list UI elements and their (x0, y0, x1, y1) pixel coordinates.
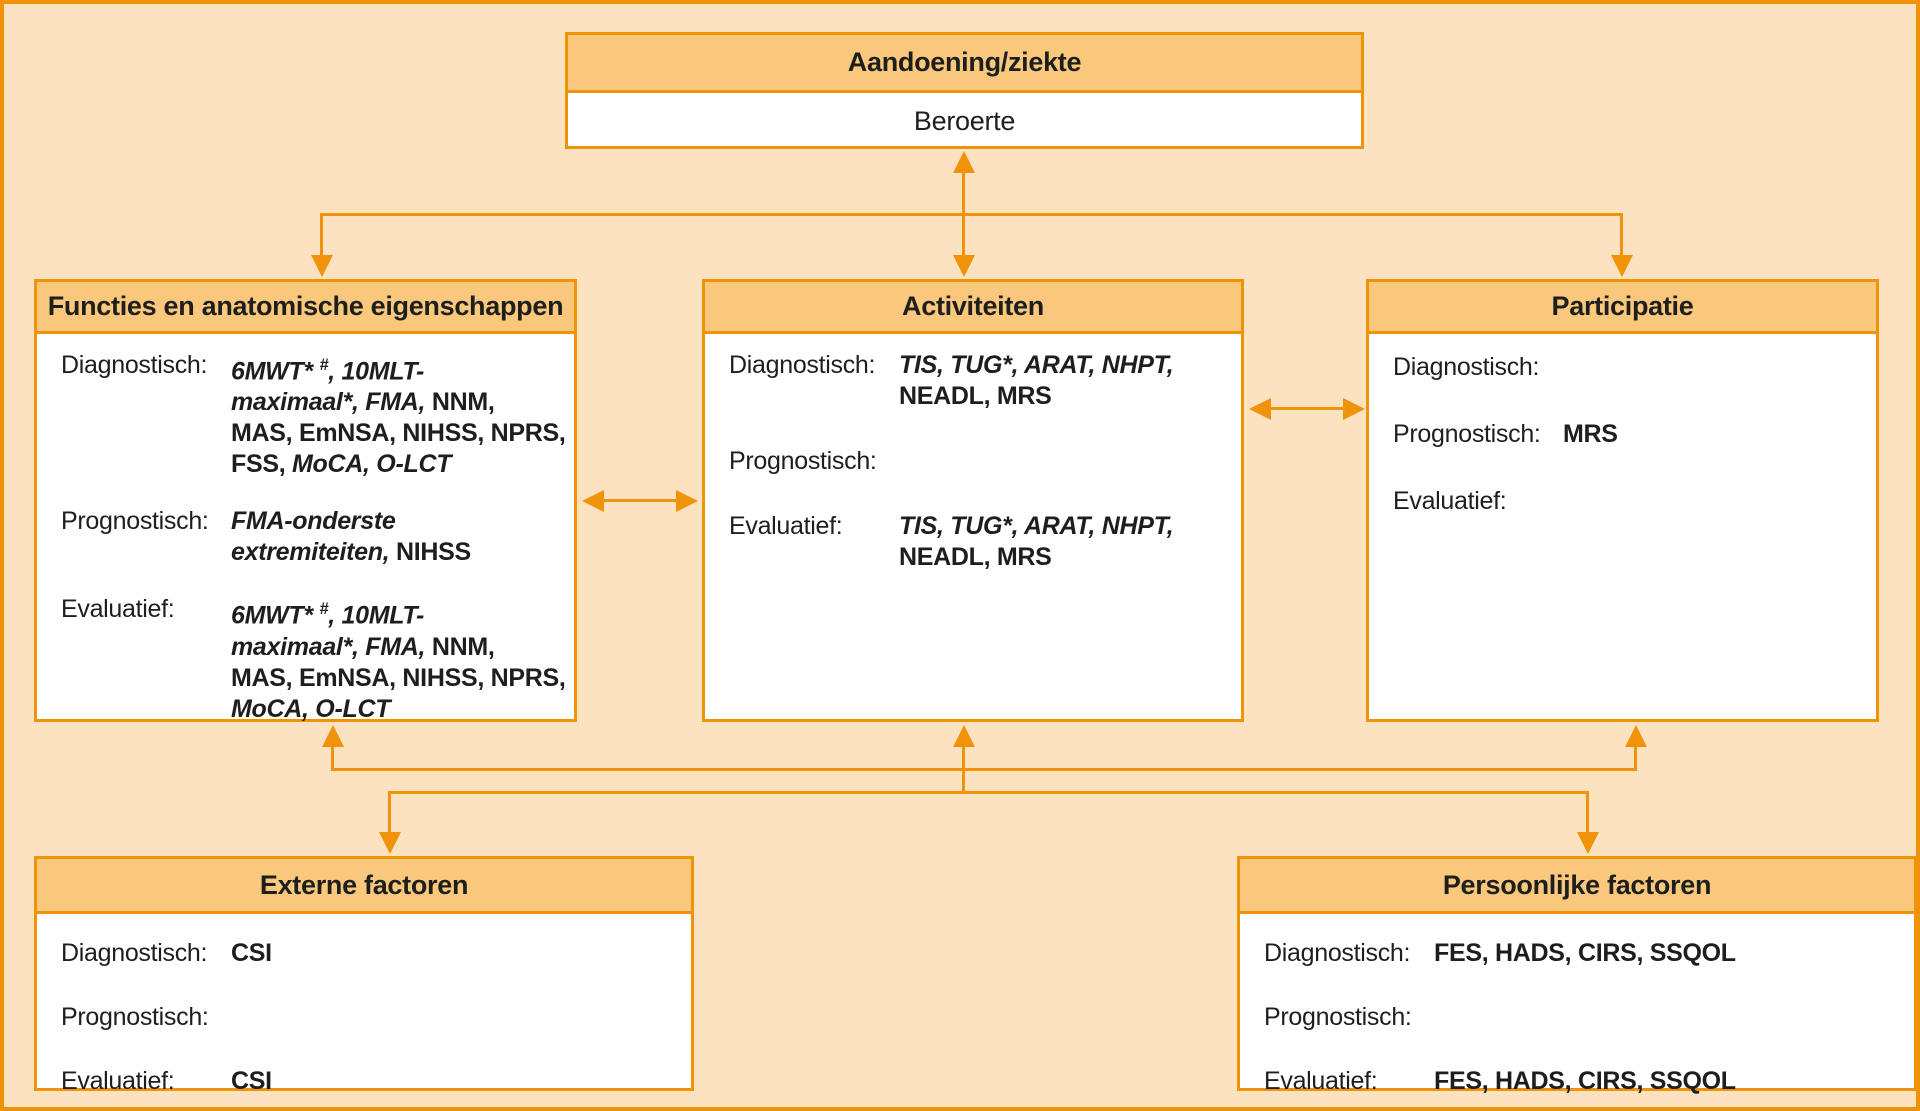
row-value: TIS, TUG*, ARAT, NHPT,NEADL, MRS (899, 351, 1174, 410)
row-diagnostisch: Diagnostisch: FES, HADS, CIRS, SSQOL (1264, 938, 1896, 969)
box-persoonlijke-title: Persoonlijke factoren (1442, 869, 1712, 900)
row-value: 6MWT* #, 10MLT-maximaal*, FMA, NNM,MAS, … (231, 356, 566, 479)
box-persoonlijke: Persoonlijke factoren Diagnostisch: FES,… (1237, 856, 1916, 1095)
row-label: Diagnostisch: (729, 351, 876, 379)
box-functies: Functies en anatomische eigenschappen Di… (34, 279, 577, 725)
arrowhead-down-participatie-icon (1611, 255, 1633, 277)
arrowhead-down-externe-icon (379, 832, 401, 854)
arrowhead-down-activiteiten-icon (953, 255, 975, 277)
row-label: Prognostisch: (61, 507, 209, 536)
box-aandoening-header: Aandoening/ziekte (568, 35, 1361, 93)
row-label: Diagnostisch: (1264, 939, 1411, 967)
row-prognostisch: Prognostisch: (729, 446, 1223, 477)
box-participatie-title: Participatie (1551, 291, 1694, 321)
box-participatie-header: Participatie (1369, 282, 1876, 334)
row-value: CSI (231, 1067, 272, 1095)
row-evaluatief: Evaluatief: CSI (61, 1066, 673, 1097)
row-label: Prognostisch: (61, 1003, 209, 1031)
row-value: TIS, TUG*, ARAT, NHPT,NEADL, MRS (899, 512, 1174, 571)
arrowhead-up-beroerte-icon (953, 151, 975, 173)
box-externe-title: Externe factoren (259, 869, 469, 900)
row-prognostisch: Prognostisch: (61, 1002, 673, 1033)
box-aandoening-value: Beroerte (913, 105, 1016, 136)
box-externe-header: Externe factoren (37, 859, 691, 914)
row-label: Evaluatief: (61, 1067, 175, 1095)
row-label: Prognostisch: (1264, 1003, 1412, 1031)
box-participatie-body: Diagnostisch: Prognostisch: MRS Evaluati… (1369, 334, 1876, 517)
connector-top-drop-right (1620, 213, 1623, 258)
arrowhead-up-participatie-icon (1625, 725, 1647, 747)
row-value: FES, HADS, CIRS, SSQOL (1434, 939, 1736, 967)
row-evaluatief: Evaluatief: 6MWT* #, 10MLT-maximaal*, FM… (61, 594, 566, 724)
row-label: Prognostisch: (1393, 420, 1541, 448)
arrowhead-left-activiteiten-icon (1249, 398, 1271, 420)
row-evaluatief: Evaluatief: FES, HADS, CIRS, SSQOL (1264, 1066, 1896, 1097)
box-persoonlijke-header: Persoonlijke factoren (1240, 859, 1914, 914)
row-label: Evaluatief: (729, 512, 843, 540)
row-label: Evaluatief: (1393, 487, 1507, 515)
row-value: CSI (231, 939, 272, 967)
box-persoonlijke-body: Diagnostisch: FES, HADS, CIRS, SSQOL Pro… (1240, 914, 1914, 1097)
row-diagnostisch: Diagnostisch: CSI (61, 938, 673, 969)
box-externe-body: Diagnostisch: CSI Prognostisch: Evaluati… (37, 914, 691, 1097)
row-value: MRS (1563, 420, 1618, 448)
connector-beroerte-activiteiten (962, 170, 965, 258)
box-aandoening: Aandoening/ziekte Beroerte (565, 32, 1364, 149)
row-label: Evaluatief: (61, 595, 175, 624)
box-functies-title: Functies en anatomische eigenschappen (47, 291, 564, 321)
arrowhead-right-participatie-icon (1343, 398, 1365, 420)
row-prognostisch: Prognostisch: (1264, 1002, 1896, 1033)
box-aandoening-title: Aandoening/ziekte (847, 47, 1082, 77)
connector-top-drop-left (320, 213, 323, 258)
connector-down-externe (388, 791, 391, 834)
row-diagnostisch: Diagnostisch: TIS, TUG*, ARAT, NHPT,NEAD… (729, 350, 1223, 412)
arrowhead-left-functies-icon (582, 490, 604, 512)
arrowhead-up-functies-icon (322, 725, 344, 747)
arrowhead-down-functies-icon (311, 255, 333, 277)
box-participatie: Participatie Diagnostisch: Prognostisch:… (1366, 279, 1879, 722)
row-label: Diagnostisch: (61, 939, 208, 967)
row-prognostisch: Prognostisch: MRS (1393, 419, 1858, 450)
box-externe: Externe factoren Diagnostisch: CSI Progn… (34, 856, 694, 1095)
connector-activiteiten-participatie (1268, 407, 1345, 410)
box-functies-body: Diagnostisch: 6MWT* #, 10MLT-maximaal*, … (37, 334, 574, 725)
arrowhead-down-persoonlijke-icon (1577, 832, 1599, 854)
box-activiteiten: Activiteiten Diagnostisch: TIS, TUG*, AR… (702, 279, 1244, 722)
connector-top-rail (320, 213, 1623, 216)
box-activiteiten-body: Diagnostisch: TIS, TUG*, ARAT, NHPT,NEAD… (705, 334, 1241, 573)
box-activiteiten-title: Activiteiten (902, 291, 1044, 321)
row-value: 6MWT* #, 10MLT-maximaal*, FMA, NNM,MAS, … (231, 600, 566, 723)
box-functies-header: Functies en anatomische eigenschappen (37, 282, 574, 334)
connector-up-activiteiten (962, 744, 965, 794)
row-label: Diagnostisch: (1393, 353, 1540, 381)
connector-down-persoonlijke (1586, 791, 1589, 834)
arrowhead-right-activiteiten-icon (676, 490, 698, 512)
connector-functies-activiteiten (601, 499, 678, 502)
connector-up-participatie (1634, 744, 1637, 770)
row-evaluatief: Evaluatief: (1393, 486, 1858, 517)
row-label: Diagnostisch: (61, 351, 208, 379)
row-diagnostisch: Diagnostisch: 6MWT* #, 10MLT-maximaal*, … (61, 350, 566, 480)
row-evaluatief: Evaluatief: TIS, TUG*, ARAT, NHPT,NEADL,… (729, 511, 1223, 573)
row-label: Prognostisch: (729, 447, 877, 475)
row-diagnostisch: Diagnostisch: (1393, 352, 1858, 383)
connector-bottom-rail-lower (388, 791, 1589, 794)
connector-bottom-rail-upper (331, 768, 1637, 771)
row-label: Evaluatief: (1264, 1067, 1378, 1095)
box-aandoening-body: Beroerte (568, 93, 1361, 149)
row-value: FES, HADS, CIRS, SSQOL (1434, 1067, 1736, 1095)
box-activiteiten-header: Activiteiten (705, 282, 1241, 334)
arrowhead-up-activiteiten-icon (953, 725, 975, 747)
connector-up-functies (331, 744, 334, 770)
